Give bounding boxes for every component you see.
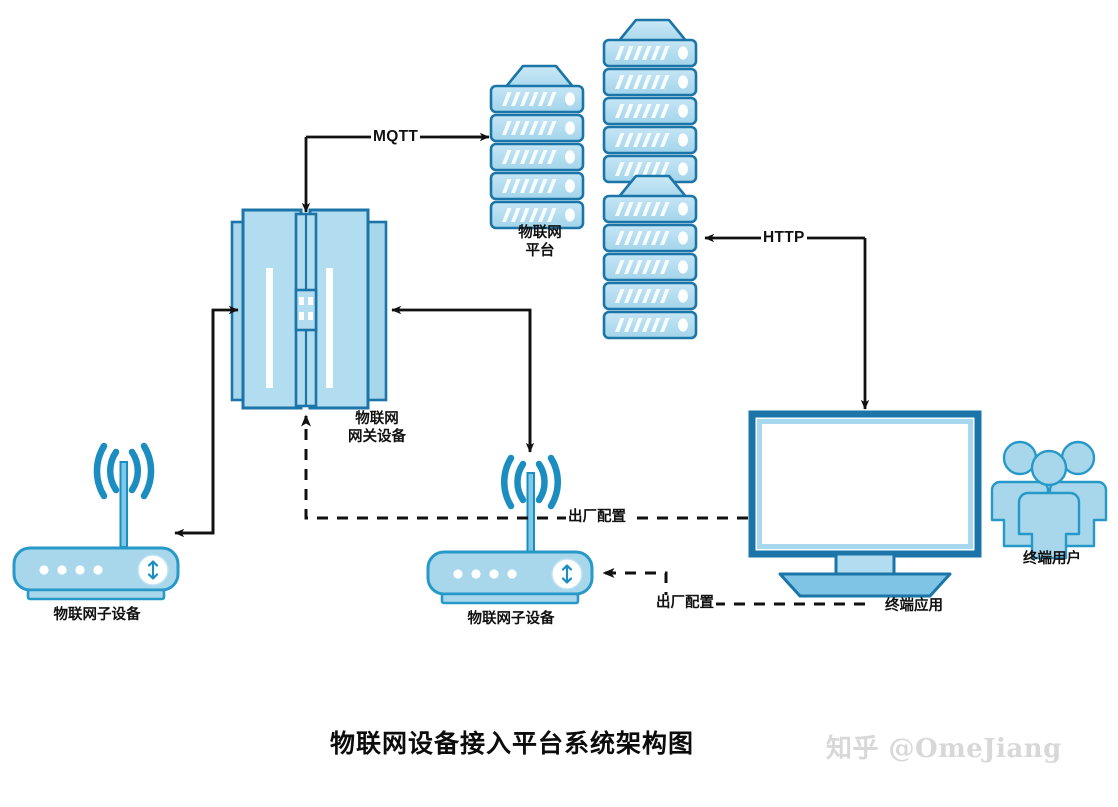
gateway-label: 物联网网关设备 [348, 411, 406, 445]
server-unit [602, 252, 698, 282]
edge-child-left-to-gateway [178, 305, 239, 535]
edge-config-to-child-mid [602, 568, 865, 606]
child-device-left-label: 物联网子设备 [53, 607, 141, 623]
end-users-label: 终端用户 [1023, 551, 1081, 567]
server-unit [602, 125, 698, 155]
server-unit [602, 38, 698, 68]
server-unit [489, 171, 585, 201]
server-unit [489, 84, 585, 114]
watermark: 知乎 @OmeJiang [826, 734, 1062, 764]
server-unit [489, 200, 585, 230]
edge-arrows [174, 132, 870, 538]
child-device-mid-label: 物联网子设备 [467, 611, 555, 627]
server-unit [489, 142, 585, 172]
server-stack-left [489, 64, 585, 230]
server-unit [602, 96, 698, 126]
edge-label-http: HTTP [761, 229, 807, 248]
terminal-application-monitor [748, 410, 982, 598]
server-stack-bottom [602, 174, 698, 340]
terminal-app-label: 终端应用 [885, 598, 943, 614]
iot-child-device-mid [426, 454, 594, 605]
server-unit [602, 154, 698, 184]
iot-platform-servers [489, 18, 698, 340]
server-unit [489, 113, 585, 143]
iot-gateway-device [230, 208, 388, 410]
server-unit [602, 223, 698, 253]
server-stack-top [602, 18, 698, 184]
end-users-group [990, 440, 1108, 560]
edge-label-factory-config-gateway: 出厂配置 [566, 509, 628, 527]
server-unit [602, 281, 698, 311]
server-unit [602, 67, 698, 97]
iot-child-device-left [12, 442, 180, 601]
edge-gateway-to-child-left [174, 310, 215, 538]
server-unit [602, 310, 698, 340]
server-unit [602, 194, 698, 224]
page-title: 物联网设备接入平台系统架构图 [330, 730, 695, 758]
edge-label-factory-config-child: 出厂配置 [654, 595, 716, 613]
platform-label: 物联网平台 [518, 225, 562, 259]
edge-label-mqtt: MQTT [371, 128, 421, 147]
